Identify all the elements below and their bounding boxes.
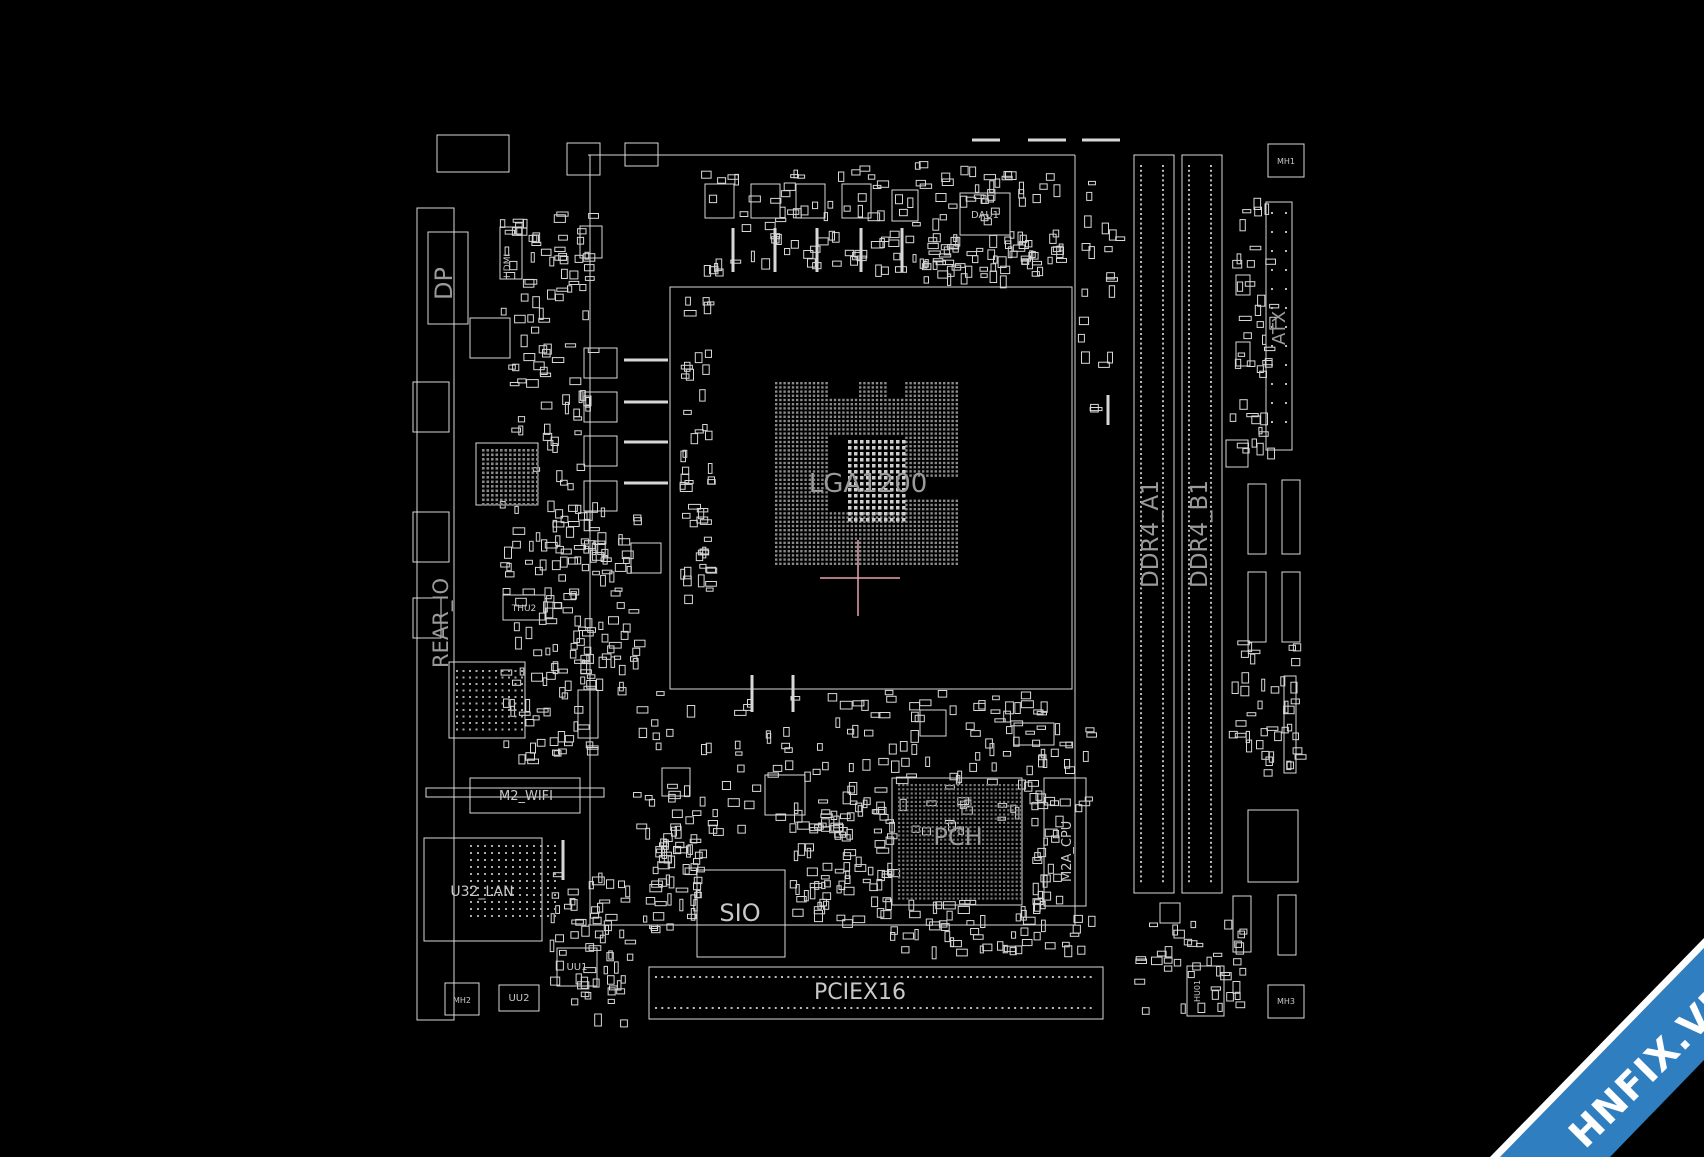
label-dp[interactable]: DP [430, 267, 458, 300]
vrm-traces [561, 138, 1120, 880]
label-ic-thu2: THU2 [511, 604, 537, 614]
label-ic-uu1: UU1 [566, 962, 587, 973]
label-mh3: MH3 [1277, 997, 1295, 1006]
dimm-pin-rows [1140, 165, 1287, 883]
label-ic-hu01: HU01 [1193, 980, 1202, 1002]
label-lan[interactable]: U32_LAN [450, 884, 513, 900]
label-mh1: MH1 [1277, 157, 1295, 166]
label-m2-cpu[interactable]: M2A_CPU [1060, 821, 1075, 882]
label-sio[interactable]: SIO [719, 899, 760, 927]
bga-pad-grids [456, 382, 1092, 1009]
board-labels: LGA1200 PCH SIO PCIEX16 U32_LAN M2_WIFI … [429, 157, 1295, 1006]
label-m2-wifi[interactable]: M2_WIFI [499, 789, 553, 804]
label-dimm-b1[interactable]: DDR4_B1 [1187, 480, 1213, 588]
label-pch[interactable]: PCH [933, 823, 982, 851]
label-atx[interactable]: ATX [1269, 311, 1290, 345]
board-outlines [412, 134, 1305, 1021]
label-mh2: MH2 [453, 996, 471, 1005]
label-rear-io[interactable]: REAR_IO [429, 578, 454, 668]
label-cpu-socket[interactable]: LGA1200 [809, 469, 928, 499]
label-dimm-a1[interactable]: DDR4_A1 [1138, 480, 1164, 588]
label-ic-uu2: UU2 [508, 993, 529, 1004]
label-ic-dau1: DAU1 [971, 210, 999, 221]
cursor-crosshair [820, 540, 900, 616]
component-pads [499, 161, 1307, 1028]
label-hdmi: HDMI [503, 254, 513, 278]
label-pcie[interactable]: PCIEX16 [814, 980, 906, 1005]
cpu-socket-outline[interactable] [669, 286, 1073, 690]
